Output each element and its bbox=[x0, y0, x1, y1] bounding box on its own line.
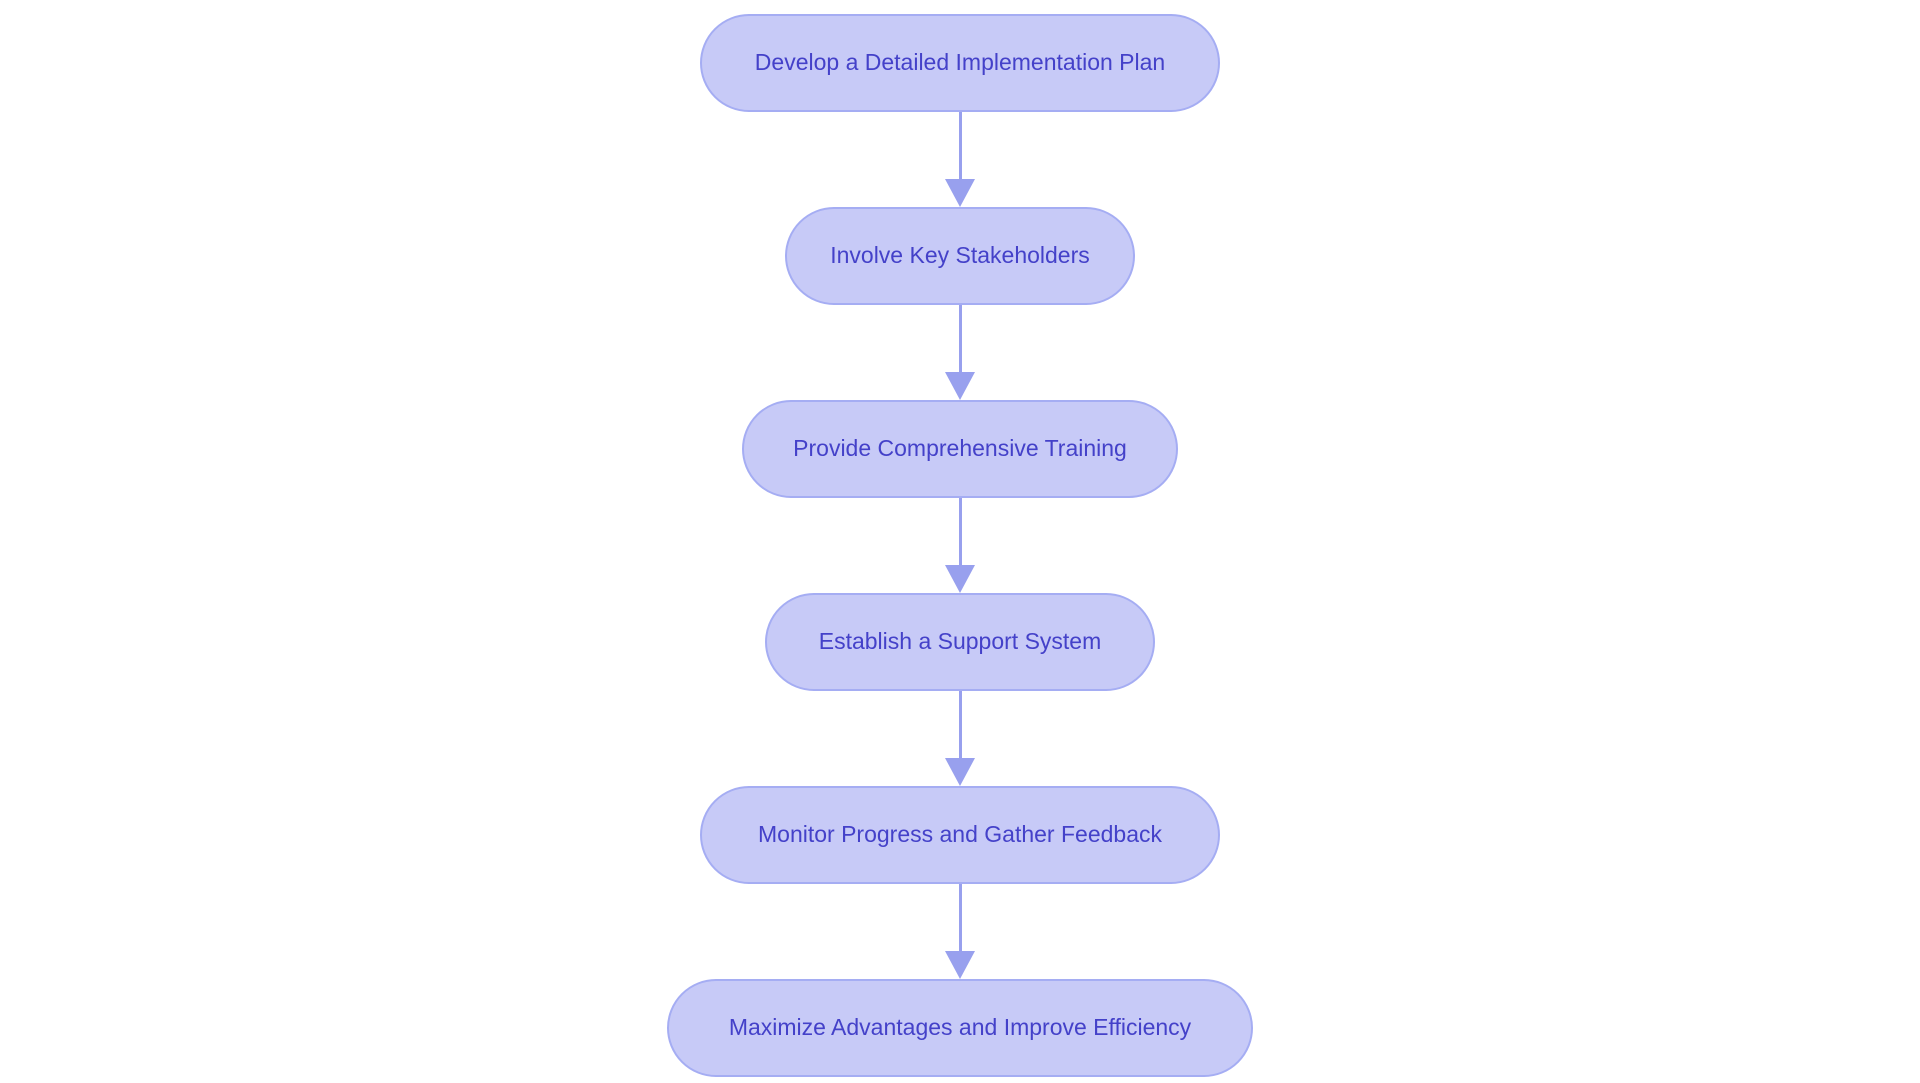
flow-node-label: Involve Key Stakeholders bbox=[830, 242, 1090, 269]
flow-node-label: Develop a Detailed Implementation Plan bbox=[754, 49, 1166, 76]
flow-node-label: Monitor Progress and Gather Feedback bbox=[758, 821, 1162, 848]
arrow-shaft bbox=[958, 112, 962, 179]
flow-node-label: Establish a Support System bbox=[818, 628, 1102, 655]
arrow-shaft bbox=[958, 691, 962, 758]
flow-node-training: Provide Comprehensive Training bbox=[742, 400, 1178, 498]
flow-node-support-system: Establish a Support System bbox=[765, 593, 1155, 691]
flow-node-label: Maximize Advantages and Improve Efficien… bbox=[728, 1014, 1192, 1041]
flow-arrow-1 bbox=[945, 112, 975, 207]
arrow-shaft bbox=[958, 498, 962, 565]
flow-node-stakeholders: Involve Key Stakeholders bbox=[785, 207, 1135, 305]
arrow-shaft bbox=[958, 884, 962, 951]
flow-arrow-4 bbox=[945, 691, 975, 786]
flow-arrow-3 bbox=[945, 498, 975, 593]
flow-arrow-5 bbox=[945, 884, 975, 979]
flow-node-monitor-feedback: Monitor Progress and Gather Feedback bbox=[700, 786, 1220, 884]
flowchart: Develop a Detailed Implementation Plan I… bbox=[0, 14, 1920, 1077]
flow-node-label: Provide Comprehensive Training bbox=[793, 435, 1127, 462]
flow-node-implementation-plan: Develop a Detailed Implementation Plan bbox=[700, 14, 1220, 112]
flow-node-maximize-efficiency: Maximize Advantages and Improve Efficien… bbox=[667, 979, 1253, 1077]
arrow-head-down-icon bbox=[945, 179, 975, 207]
arrow-head-down-icon bbox=[945, 372, 975, 400]
arrow-head-down-icon bbox=[945, 758, 975, 786]
arrow-shaft bbox=[958, 305, 962, 372]
arrow-head-down-icon bbox=[945, 565, 975, 593]
arrow-head-down-icon bbox=[945, 951, 975, 979]
flow-arrow-2 bbox=[945, 305, 975, 400]
